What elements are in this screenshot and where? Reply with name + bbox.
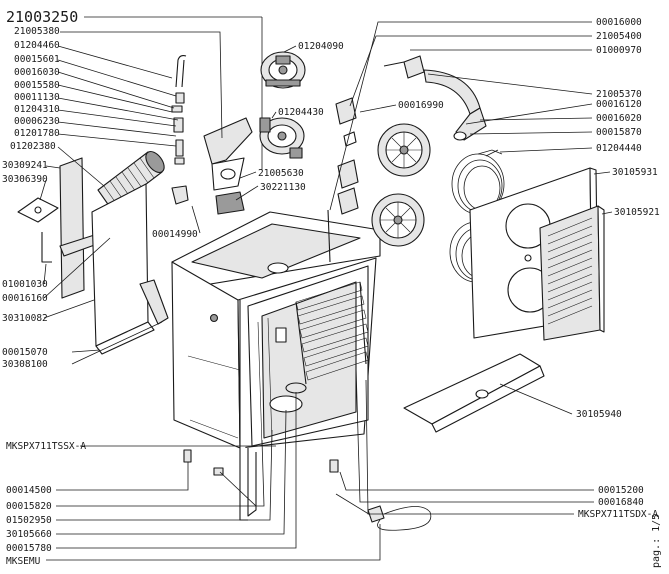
hose-duct-icon bbox=[383, 55, 487, 141]
label-00016120: 00016120 bbox=[596, 99, 642, 110]
label-00011130: 00011130 bbox=[14, 92, 60, 103]
page-label: pag.: 1/5 bbox=[651, 514, 662, 568]
label-01204440: 01204440 bbox=[596, 143, 642, 154]
label-00016000: 00016000 bbox=[596, 17, 642, 28]
parts-drawings bbox=[17, 51, 605, 531]
rack-shelves-icon bbox=[257, 281, 369, 447]
label-00015820: 00015820 bbox=[6, 501, 52, 512]
label-01204460: 01204460 bbox=[14, 40, 60, 51]
drawing-number: 21003250 bbox=[6, 8, 78, 26]
label-00015200: 00015200 bbox=[598, 485, 644, 496]
label-21005370: 21005370 bbox=[596, 89, 642, 100]
motor-01204430-icon bbox=[259, 117, 305, 159]
part-labels: 21005380 01204460 00015601 00016030 0001… bbox=[2, 17, 660, 567]
label-01502950: 01502950 bbox=[6, 515, 52, 526]
label-30105921: 30105921 bbox=[614, 207, 660, 218]
fan-wheel-upper-icon bbox=[377, 123, 431, 177]
grille-panel-icon bbox=[539, 205, 605, 341]
label-00016030: 00016030 bbox=[14, 67, 60, 78]
chamber-fan-icon bbox=[269, 327, 307, 413]
fan-brackets-icon bbox=[335, 97, 359, 215]
side-panel-icon bbox=[91, 183, 169, 355]
pipe-part-icon bbox=[175, 54, 187, 88]
label-mksemu: MKSEMU bbox=[6, 556, 41, 567]
fan-wheel-lower-icon bbox=[371, 193, 425, 247]
label-30221130: 30221130 bbox=[260, 182, 306, 193]
label-01201780: 01201780 bbox=[14, 128, 60, 139]
fittings-icon bbox=[171, 92, 189, 205]
label-00015580: 00015580 bbox=[14, 80, 60, 91]
label-21005380: 21005380 bbox=[14, 26, 60, 37]
label-30105660: 30105660 bbox=[6, 529, 52, 540]
label-30309241: 30309241 bbox=[2, 160, 48, 171]
label-30105931: 30105931 bbox=[612, 167, 658, 178]
label-00016840: 00016840 bbox=[598, 497, 644, 508]
label-30310082: 30310082 bbox=[2, 313, 48, 324]
leader-lines bbox=[39, 21, 613, 561]
label-00014500: 00014500 bbox=[6, 485, 52, 496]
screws-bottom-icon bbox=[183, 449, 224, 476]
cover-bracket-icon bbox=[203, 117, 253, 215]
label-21005630: 21005630 bbox=[258, 168, 304, 179]
label-01202380: 01202380 bbox=[10, 141, 56, 152]
label-00014990: 00014990 bbox=[152, 229, 198, 240]
label-01001030: 01001030 bbox=[2, 279, 48, 290]
filter-cylinder-icon bbox=[97, 150, 165, 211]
label-00016020: 00016020 bbox=[596, 113, 642, 124]
drip-tray-icon bbox=[403, 353, 545, 433]
core-probe-icon bbox=[329, 459, 432, 531]
label-01204310: 01204310 bbox=[14, 104, 60, 115]
oven-chamber-icon bbox=[171, 209, 381, 521]
label-00016160: 00016160 bbox=[2, 293, 48, 304]
label-00015070: 00015070 bbox=[2, 347, 48, 358]
label-30308100: 30308100 bbox=[2, 359, 48, 370]
label-01204430: 01204430 bbox=[278, 107, 324, 118]
label-00015870: 00015870 bbox=[596, 127, 642, 138]
label-30306390: 30306390 bbox=[2, 174, 48, 185]
label-01000970: 01000970 bbox=[596, 45, 642, 56]
label-01204090: 01204090 bbox=[298, 41, 344, 52]
label-30105940: 30105940 bbox=[576, 409, 622, 420]
label-00015601: 00015601 bbox=[14, 54, 60, 65]
label-21005400: 21005400 bbox=[596, 31, 642, 42]
label-00016990: 00016990 bbox=[398, 100, 444, 111]
label-mkspx711tssx-a: MKSPX711TSSX-A bbox=[6, 441, 86, 452]
label-00006230: 00006230 bbox=[14, 116, 60, 127]
motor-01204090-icon bbox=[260, 51, 306, 89]
label-mkspx711tsdx-a: MKSPX711TSDX-A bbox=[578, 509, 658, 520]
label-00015780: 00015780 bbox=[6, 543, 52, 554]
